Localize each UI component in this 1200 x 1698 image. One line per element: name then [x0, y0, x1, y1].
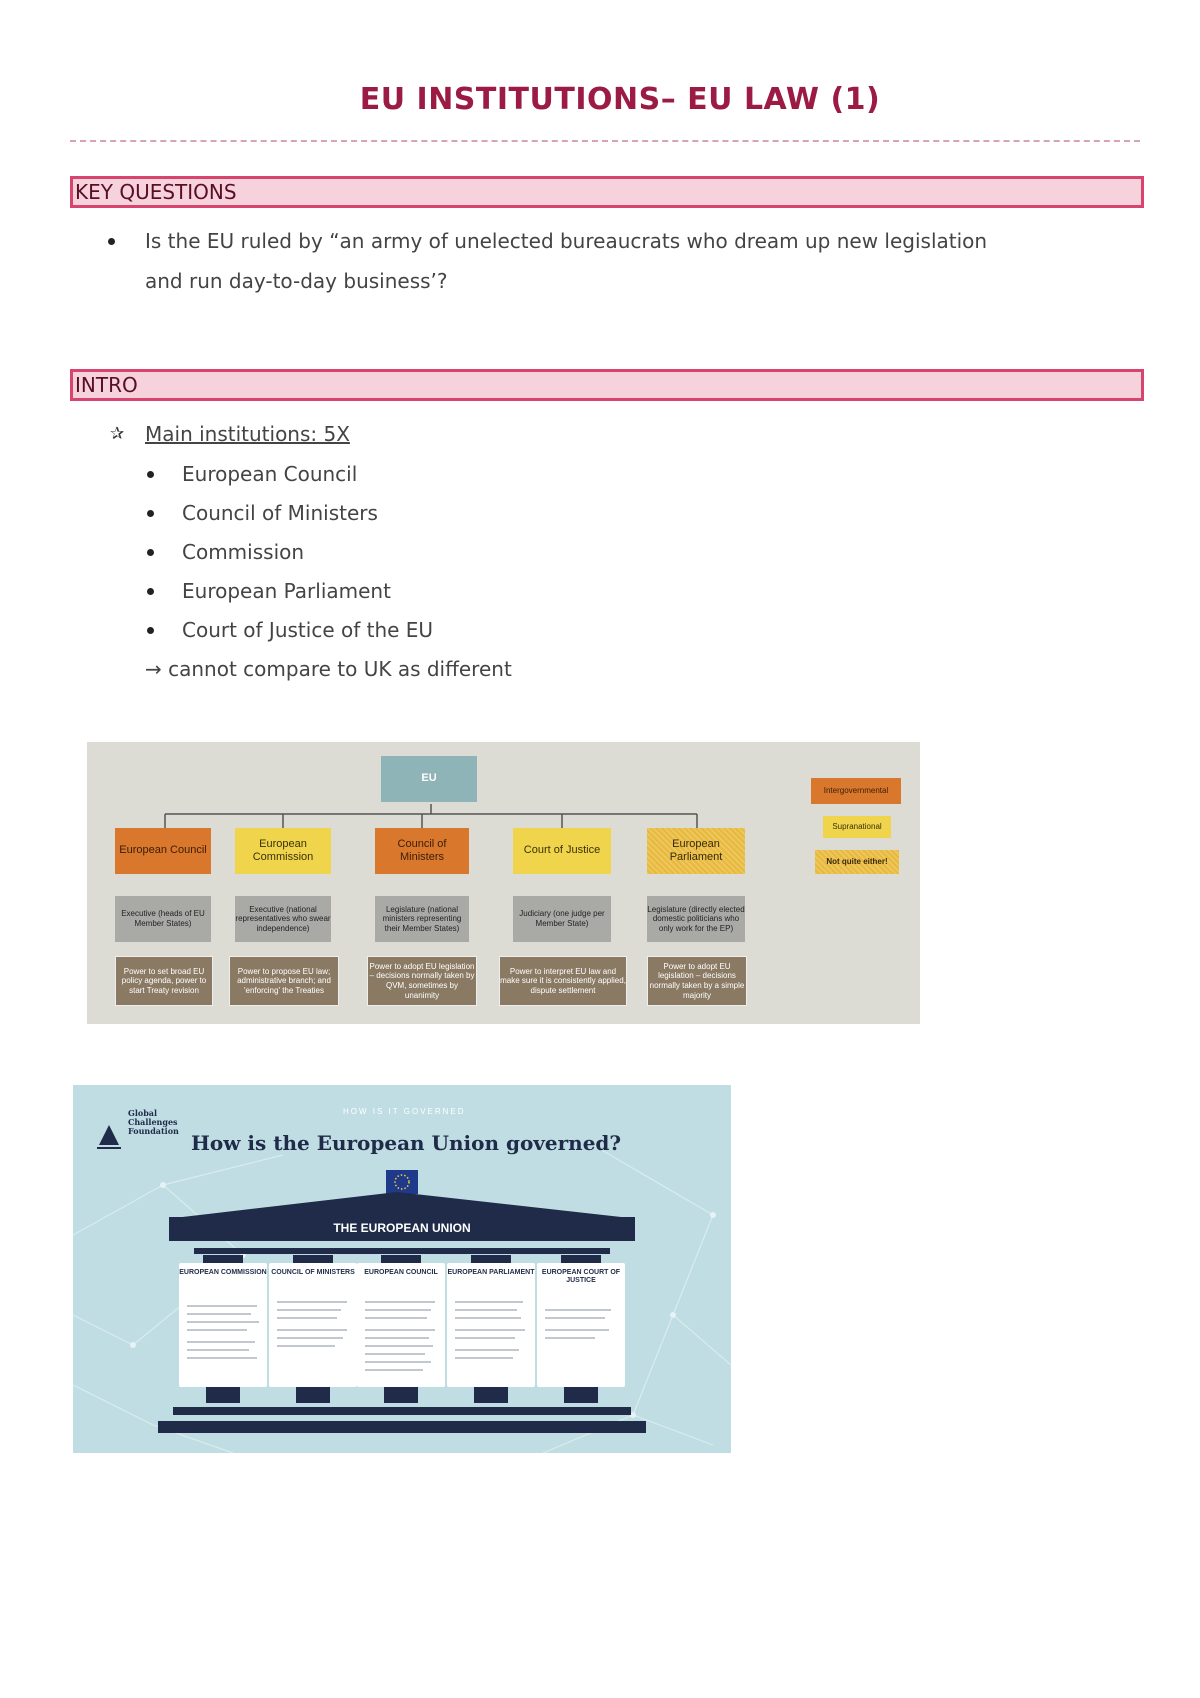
eu-institutions-diagram: EU European Council European Commission …	[87, 742, 920, 1024]
inst-role-council-of-ministers: Legislature (national ministers represen…	[375, 896, 469, 942]
key-question-line-1: Is the EU ruled by “an army of unelected…	[145, 229, 988, 253]
inst-power-european-parliament: Power to adopt EU legislation – decision…	[647, 956, 747, 1006]
pillar-european-commission: EUROPEAN COMMISSION	[179, 1263, 267, 1387]
star-bullet-icon: ✰	[110, 424, 125, 444]
brand-line: Foundation	[128, 1125, 179, 1136]
document-title: EU INSTITUTIONS– EU LAW (1)	[359, 82, 881, 117]
legend-supranational: Supranational	[823, 816, 891, 838]
institution-item: Commission	[182, 540, 305, 564]
inst-power-council-of-ministers: Power to adopt EU legislation – decision…	[367, 956, 477, 1006]
pillar-title: COUNCIL OF MINISTERS	[271, 1269, 355, 1276]
pillar-title: EUROPEAN COURT OF JUSTICE	[541, 1269, 621, 1285]
inst-role-court-of-justice: Judiciary (one judge per Member State)	[513, 896, 611, 942]
brand-line: Challenges	[128, 1116, 178, 1127]
inst-header-european-council: European Council	[115, 828, 211, 874]
institution-item: Council of Ministers	[182, 501, 378, 525]
inst-header-european-parliament: European Parliament	[647, 828, 745, 874]
eu-root-box: EU	[381, 756, 477, 802]
pillar-european-council: EUROPEAN COUNCIL	[357, 1263, 445, 1387]
inst-power-european-commission: Power to propose EU law; administrative …	[229, 956, 339, 1006]
main-institutions-text: Main institutions: 5X	[145, 422, 350, 446]
inst-role-european-parliament: Legislature (directly elected domestic p…	[647, 896, 745, 942]
diagram-connectors	[164, 804, 698, 828]
infographic-kicker: HOW IS IT GOVERNED	[343, 1107, 466, 1116]
bullet-icon	[147, 627, 154, 634]
bullet-icon	[147, 588, 154, 595]
inst-power-european-council: Power to set broad EU policy agenda, pow…	[115, 956, 213, 1006]
inst-header-european-commission: European Commission	[235, 828, 331, 874]
brand-line: Global	[128, 1108, 158, 1118]
pillar-title: EUROPEAN PARLIAMENT	[447, 1269, 535, 1276]
pillar-title: EUROPEAN COMMISSION	[179, 1269, 267, 1276]
bullet-icon	[147, 510, 154, 517]
key-questions-heading: KEY QUESTIONS	[70, 176, 1144, 208]
key-question-line-2: and run day-to-day business’?	[145, 269, 448, 293]
inst-role-european-commission: Executive (national representatives who …	[235, 896, 331, 942]
pillar-title: EUROPEAN COUNCIL	[364, 1269, 438, 1276]
intro-heading: INTRO	[70, 369, 1144, 401]
roof-label: THE EUROPEAN UNION	[333, 1221, 471, 1235]
temple-graphic	[73, 1125, 731, 1453]
eu-governance-infographic: HOW IS IT GOVERNED Global Challenges Fou…	[73, 1085, 731, 1453]
pillar-european-court-of-justice: EUROPEAN COURT OF JUSTICE	[537, 1263, 625, 1387]
inst-header-council-of-ministers: Council of Ministers	[375, 828, 469, 874]
institution-item: European Parliament	[182, 579, 391, 603]
legend-intergovernmental: Intergovernmental	[811, 778, 901, 804]
bullet-icon	[108, 238, 115, 245]
bullet-icon	[147, 471, 154, 478]
inst-power-court-of-justice: Power to interpret EU law and make sure …	[499, 956, 627, 1006]
inst-role-european-council: Executive (heads of EU Member States)	[115, 896, 211, 942]
title-divider	[70, 140, 1140, 142]
bullet-icon	[147, 549, 154, 556]
brand-text: Global Challenges Foundation	[128, 1109, 179, 1135]
institution-item: Court of Justice of the EU	[182, 618, 434, 642]
pillar-council-of-ministers: COUNCIL OF MINISTERS	[269, 1263, 357, 1387]
main-institutions-label: Main institutions: 5X	[145, 415, 350, 454]
intro-note: → cannot compare to UK as different	[145, 657, 512, 681]
legend-neither: Not quite either!	[815, 850, 899, 874]
pillar-european-parliament: EUROPEAN PARLIAMENT	[447, 1263, 535, 1387]
eu-flag-icon	[386, 1170, 418, 1194]
institution-item: European Council	[182, 462, 358, 486]
inst-header-court-of-justice: Court of Justice	[513, 828, 611, 874]
infographic-heading: How is the European Union governed?	[191, 1131, 622, 1155]
